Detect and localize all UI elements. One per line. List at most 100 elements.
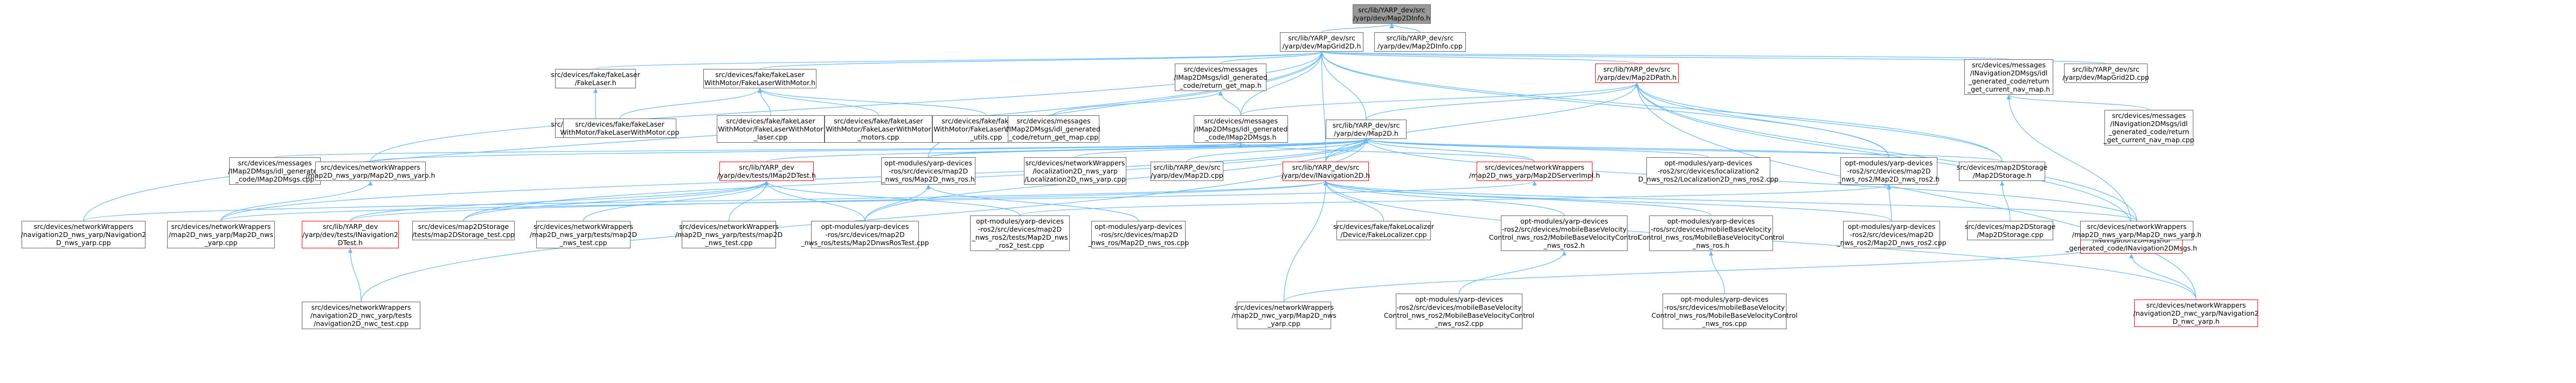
node-label-line: WithMotor/FakeLaserWithMotor: [718, 125, 823, 133]
node-nws-ros2-cpp[interactable]: opt-modules/yarp-devices-ros2/src/device…: [1837, 221, 1947, 248]
edge-nav2d-nwc-h-to-navmsgs-h: [2129, 253, 2197, 300]
edge-storage-h-to-grid: [1319, 51, 2003, 162]
node-nav2d-yarp-cpp[interactable]: src/devices/networkWrappers/navigation2D…: [21, 221, 146, 248]
node-label-line: opt-modules/yarp-devices: [1847, 222, 1936, 231]
node-label-line: -ros/src/devices/mobileBaseVelocity: [1664, 303, 1785, 311]
node-itest-h[interactable]: src/lib/YARP_dev/yarp/dev/tests/INavigat…: [302, 221, 399, 248]
node-label-line: opt-modules/yarp-devices: [976, 217, 1064, 225]
edge-fakeloc-h-to-inav-h: [1323, 180, 1384, 221]
node-label-line: /map2D_nws_yarp/Map2D_nws_yarp.h: [306, 171, 435, 179]
node-test-h[interactable]: src/lib/YARP_dev/yarp/dev/tests/IMap2DTe…: [717, 162, 816, 181]
node-inav-h[interactable]: src/lib/YARP_dev/src/yarp/dev/INavigatio…: [1282, 162, 1370, 181]
node-label-line: src/devices/map2DStorage: [1964, 222, 2056, 231]
node-storage-cpp[interactable]: src/devices/map2DStorage/Map2DStorage.cp…: [1964, 221, 2056, 240]
edge-map2dnwc-cpp-to-inav-h: [1283, 180, 1328, 302]
node-path-h[interactable]: src/lib/YARP_dev/src/yarp/dev/Map2DPath.…: [1595, 64, 1679, 83]
node-mbv-ros-cpp[interactable]: opt-modules/yarp-devices-ros/src/devices…: [1651, 294, 1798, 329]
node-label-line: src/devices/networkWrappers: [1234, 303, 1334, 311]
node-mbv-ros2-cpp[interactable]: opt-modules/yarp-devices-ros2/src/device…: [1384, 294, 1534, 329]
node-nav2d-nws-test[interactable]: src/devices/networkWrappers/navigation2D…: [302, 302, 420, 329]
edge-flwm-cpp-to-fakelasermotor-h: [619, 88, 763, 119]
node-label-line: src/devices/messages: [238, 159, 312, 167]
edge-imap2dmsgs-h-to-path-h: [1240, 82, 1639, 116]
node-label-line: /Map2DStorage.cpp: [1977, 231, 2044, 239]
edge-nws-yarp-h-to-map2d-h: [370, 138, 1368, 162]
node-ros-test[interactable]: opt-modules/yarp-devices-ros/src/devices…: [801, 221, 929, 248]
node-label-line: _nws_ros2/Map2D_nws_ros2.h: [1838, 175, 1940, 183]
node-nws-ros2-h[interactable]: opt-modules/yarp-devices-ros2/src/device…: [1838, 157, 1940, 185]
node-label-line: _code/return_get_map.h: [1180, 81, 1262, 89]
edge-flwm-utils-to-fakelasermotor-h: [757, 88, 987, 116]
edge-inav-h-to-grid: [1319, 51, 1326, 162]
node-imap2dmsgs-h[interactable]: src/devices/messages/IMap2DMsgs/idl_gene…: [1194, 115, 1288, 143]
node-nws-yarp-test2[interactable]: src/devices/networkWrappers/map2D_nws_ya…: [675, 221, 783, 248]
node-label-line: /Localization2D_nws_yarp.cpp: [1024, 175, 1126, 183]
node-nav2d-nwc-h[interactable]: src/devices/networkWrappers/navigation2D…: [2134, 300, 2259, 327]
node-label-line: /map2D_nws_yarp/Map2DServerImpl.h: [1469, 171, 1601, 179]
node-loc2d-ros2[interactable]: opt-modules/yarp-devices-ros2/src/device…: [1638, 157, 1778, 185]
node-label-line: _code/IMap2DMsgs.cpp: [235, 175, 315, 183]
node-label-line: _code/IMap2DMsgs.h: [1205, 133, 1277, 141]
node-infocpp[interactable]: src/lib/YARP_dev/src/yarp/dev/Map2DInfo.…: [1374, 32, 1466, 52]
node-label-line: /IMap2DMsgs/idl_generated: [1174, 73, 1268, 81]
node-gridcpp[interactable]: src/lib/YARP_dev/src/yarp/dev/MapGrid2D.…: [2062, 64, 2149, 83]
edge-nav2d-nws-test-to-itest-h: [348, 248, 362, 302]
node-fakeloc-h[interactable]: src/devices/fake/fakeLocalizer/Device/Fa…: [1333, 221, 1434, 240]
node-map2dnwc-cpp[interactable]: src/devices/networkWrappers/map2D_nwc_ya…: [1231, 302, 1337, 329]
node-grid[interactable]: src/lib/YARP_dev/src/yarp/dev/MapGrid2D.…: [1280, 32, 1363, 52]
node-label-line: opt-modules/yarp-devices: [1667, 217, 1755, 225]
node-storage-test[interactable]: src/devices/map2DStorage/tests/map2DStor…: [412, 221, 515, 240]
node-nav-cpp[interactable]: src/devices/messages/INavigation2DMsgs/i…: [2103, 110, 2194, 145]
node-label-line: src/lib/YARP_dev/src: [1358, 6, 1425, 14]
node-nav-h[interactable]: src/devices/messages/INavigation2DMsgs/i…: [1964, 59, 2053, 95]
node-label-line: src/devices/fake/fakeLaser: [575, 120, 664, 128]
node-retmap-h[interactable]: src/devices/messages/IMap2DMsgs/idl_gene…: [1174, 64, 1268, 91]
node-label-line: /IMap2DMsgs/idl_generated: [1194, 125, 1288, 133]
node-fakelaser-h[interactable]: src/devices/fake/fakeLaser/FakeLaser.h: [551, 69, 640, 88]
edge-nws-ros2-h-to-map2d-h: [1364, 138, 1889, 158]
node-label-line: _motors.cpp: [857, 133, 899, 141]
node-nws-yarp-test[interactable]: src/devices/networkWrappers/map2D_nws_ya…: [530, 221, 637, 248]
node-label-line: /IMap2DMsgs/idl_generated: [1007, 125, 1100, 133]
edge-storage-h-to-path-h: [1635, 82, 2003, 162]
node-ros2-test[interactable]: opt-modules/yarp-devices-ros2/src/device…: [970, 215, 1070, 251]
node-retmap-cpp[interactable]: src/devices/messages/IMap2DMsgs/idl_gene…: [1007, 115, 1100, 143]
node-label-line: /IMap2DMsgs/idl_generated: [228, 167, 322, 175]
node-label-line: _nws_ros2.h: [1543, 241, 1585, 249]
node-server-h[interactable]: src/devices/networkWrappers/map2D_nws_ya…: [1469, 162, 1600, 181]
node-label-line: _nws_ros.cpp: [1702, 319, 1747, 328]
edge-storage-cpp-to-storage-h: [1999, 180, 2011, 221]
node-label-line: src/devices/messages: [1016, 117, 1091, 125]
edge-ros2-test-to-test-h: [764, 180, 1021, 216]
node-mbv-ros2-h[interactable]: opt-modules/yarp-devices-ros2/src/device…: [1489, 215, 1639, 251]
node-nws-yarp-dup[interactable]: src/devices/networkWrappers/map2D_nws_ya…: [2072, 221, 2201, 240]
node-nws-ros-cpp[interactable]: opt-modules/yarp-devices-ros/src/devices…: [1088, 221, 1189, 248]
node-root[interactable]: src/lib/YARP_dev/src/yarp/dev/Map2DInfo.…: [1353, 4, 1431, 24]
edge-imap2dmsgs-h-to-retmap-h: [1218, 90, 1242, 116]
edge-inav-h-to-path-h: [1325, 82, 1639, 162]
node-label-line: /FakeLaser.h: [574, 79, 617, 87]
node-mbv-ros-h[interactable]: opt-modules/yarp-devices-ros/src/devices…: [1638, 215, 1784, 251]
node-label-line: _generated_code/INavigation2DMsgs.h: [2066, 244, 2197, 252]
edge-imap2dmsgs-h-to-grid: [1240, 51, 1324, 116]
node-label-line: _get_current_nav_map.cpp: [2103, 136, 2194, 144]
node-nws-yarp-h[interactable]: src/devices/networkWrappers/map2D_nws_ya…: [306, 162, 435, 181]
node-map2d-h[interactable]: src/lib/YARP_dev/src/yarp/dev/Map2D.h: [1326, 120, 1407, 139]
edge-nav-cpp-to-nav-h: [2006, 94, 2150, 110]
node-imap2dmsgs-cpp[interactable]: src/devices/messages/IMap2DMsgs/idl_gene…: [228, 157, 322, 185]
node-storage-h[interactable]: src/devices/map2DStorage/Map2DStorage.h: [1957, 162, 2047, 181]
node-label-line: src/lib/YARP_dev/src: [1288, 34, 1355, 42]
edge-mbv-ros2-cpp-to-mbv-ros2-h: [1458, 250, 1567, 294]
node-map2dcpp[interactable]: src/lib/YARP_dev/src/yarp/dev/Map2D.cpp: [1151, 162, 1223, 181]
node-label-line: /yarp/dev/tests/IMap2DTest.h: [717, 171, 816, 179]
node-loc2d-cpp[interactable]: src/devices/networkWrappers/localization…: [1024, 157, 1126, 185]
node-map2dnws-cpp[interactable]: src/devices/networkWrappers/map2D_nws_ya…: [167, 221, 275, 248]
node-label-line: opt-modules/yarp-devices: [1415, 295, 1503, 303]
node-label-line: _yarp.cpp: [204, 239, 238, 247]
node-label-line: src/devices/messages: [1183, 65, 1258, 73]
node-nws-ros-h[interactable]: opt-modules/yarp-devices-ros/src/devices…: [881, 157, 975, 185]
